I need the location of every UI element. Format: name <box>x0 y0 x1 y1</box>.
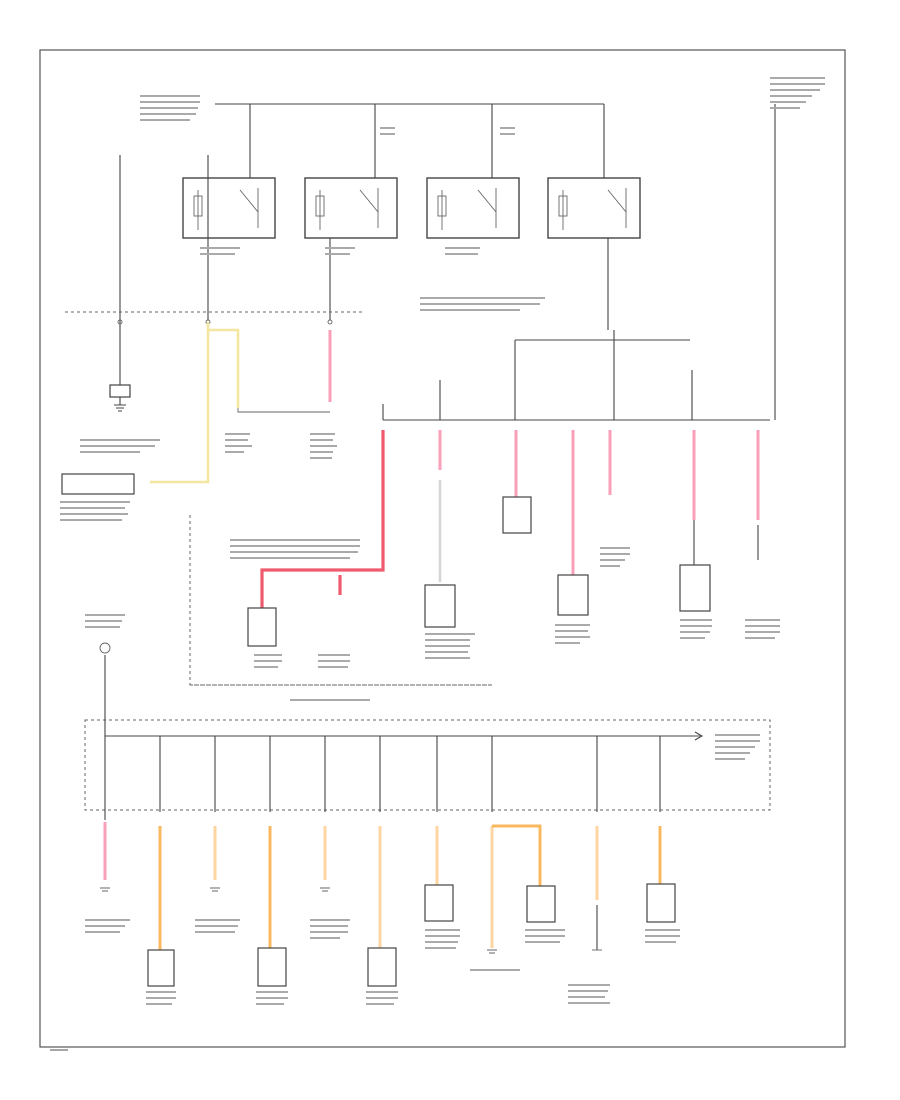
label-marks <box>60 77 825 1005</box>
relay-3 <box>426 177 520 239</box>
component-low-5 <box>526 885 556 923</box>
component-mid-4 <box>557 574 589 616</box>
relay-2 <box>304 177 398 239</box>
component-low-2 <box>257 947 287 987</box>
component-low-3 <box>367 947 397 987</box>
lower-fuse-block <box>84 655 771 820</box>
component-mid-2 <box>424 584 456 628</box>
component-left-box <box>61 473 135 495</box>
component-mid-3 <box>502 496 532 534</box>
lower-fuse-taps <box>159 736 661 812</box>
top-power-bus <box>215 103 776 420</box>
component-low-1 <box>147 949 175 987</box>
component-mid-1 <box>247 607 277 647</box>
component-low-6 <box>646 883 676 923</box>
component-mid-5 <box>679 564 711 612</box>
component-low-4 <box>424 884 454 922</box>
relay-1 <box>182 177 276 239</box>
ground-symbol <box>109 384 131 412</box>
relay-4 <box>547 177 641 239</box>
